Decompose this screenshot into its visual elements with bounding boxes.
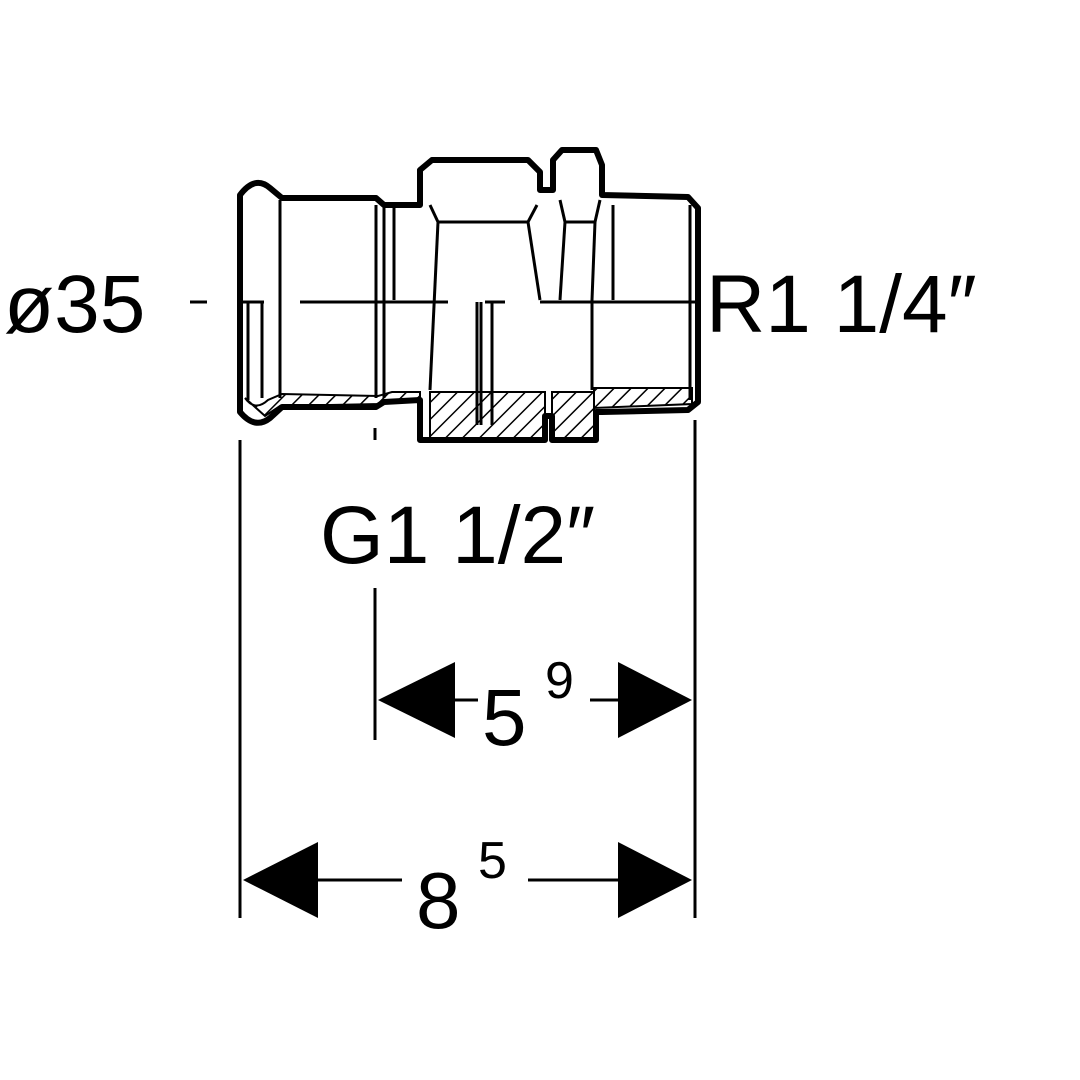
fitting-inner-lines bbox=[246, 199, 692, 425]
right-connection-label: R1 1/4″ bbox=[706, 259, 977, 350]
dim-inner-superscript: 9 bbox=[545, 652, 574, 710]
dimension-overall: 8 5 bbox=[243, 832, 692, 945]
union-thread-label: G1 1/2″ bbox=[320, 490, 595, 581]
left-connection-label: ø35 bbox=[4, 259, 145, 350]
fitting-outline bbox=[237, 147, 701, 443]
dim-overall-superscript: 5 bbox=[478, 832, 507, 890]
dimension-inner: 5 9 bbox=[378, 652, 692, 762]
extension-lines bbox=[238, 420, 697, 918]
dim-inner-value: 5 bbox=[482, 673, 527, 762]
dim-overall-value: 8 bbox=[416, 856, 461, 945]
